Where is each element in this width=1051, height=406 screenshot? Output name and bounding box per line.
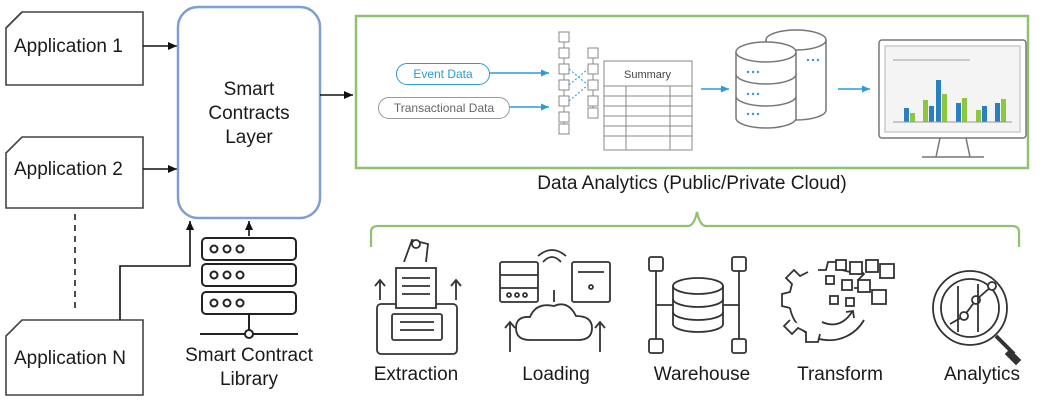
event-data-pill: Event Data (396, 63, 490, 85)
step-label-analytics: Analytics (943, 364, 1021, 385)
application-2-shape (5, 136, 144, 209)
smart-contracts-layer-box (176, 5, 322, 220)
server-stack-icon (200, 237, 298, 339)
transactional-data-pill: Transactional Data (378, 97, 510, 119)
layer-line-3: Layer (225, 127, 273, 148)
transform-icon (781, 259, 895, 343)
process-brace (369, 211, 1021, 247)
step-label-warehouse: Warehouse (653, 364, 751, 385)
analytics-icon (932, 270, 1022, 366)
loading-icon (499, 249, 611, 352)
monitor-bar-chart (893, 80, 1012, 123)
application-2-label: Application 2 (14, 159, 123, 180)
library-line-2: Library (219, 369, 279, 390)
database-icon (735, 29, 827, 129)
application-n-label: Application N (14, 348, 126, 369)
step-label-loading: Loading (522, 364, 590, 385)
summary-label: Summary (624, 69, 672, 81)
summary-table (603, 60, 693, 151)
arrow-appn-to-layer (119, 221, 194, 320)
library-line-1: Smart Contract (185, 345, 313, 366)
step-label-transform: Transform (797, 364, 883, 385)
warehouse-icon (648, 256, 747, 354)
pipeline-nodes (558, 31, 599, 135)
extraction-icon (374, 238, 462, 355)
step-label-extraction: Extraction (373, 364, 459, 385)
layer-line-2: Contracts (208, 103, 290, 124)
application-1-shape (5, 11, 144, 86)
application-n-shape (5, 319, 144, 396)
analytics-caption: Data Analytics (Public/Private Cloud) (537, 173, 847, 194)
application-1-label: Application 1 (14, 36, 123, 57)
layer-line-1: Smart (223, 79, 275, 100)
